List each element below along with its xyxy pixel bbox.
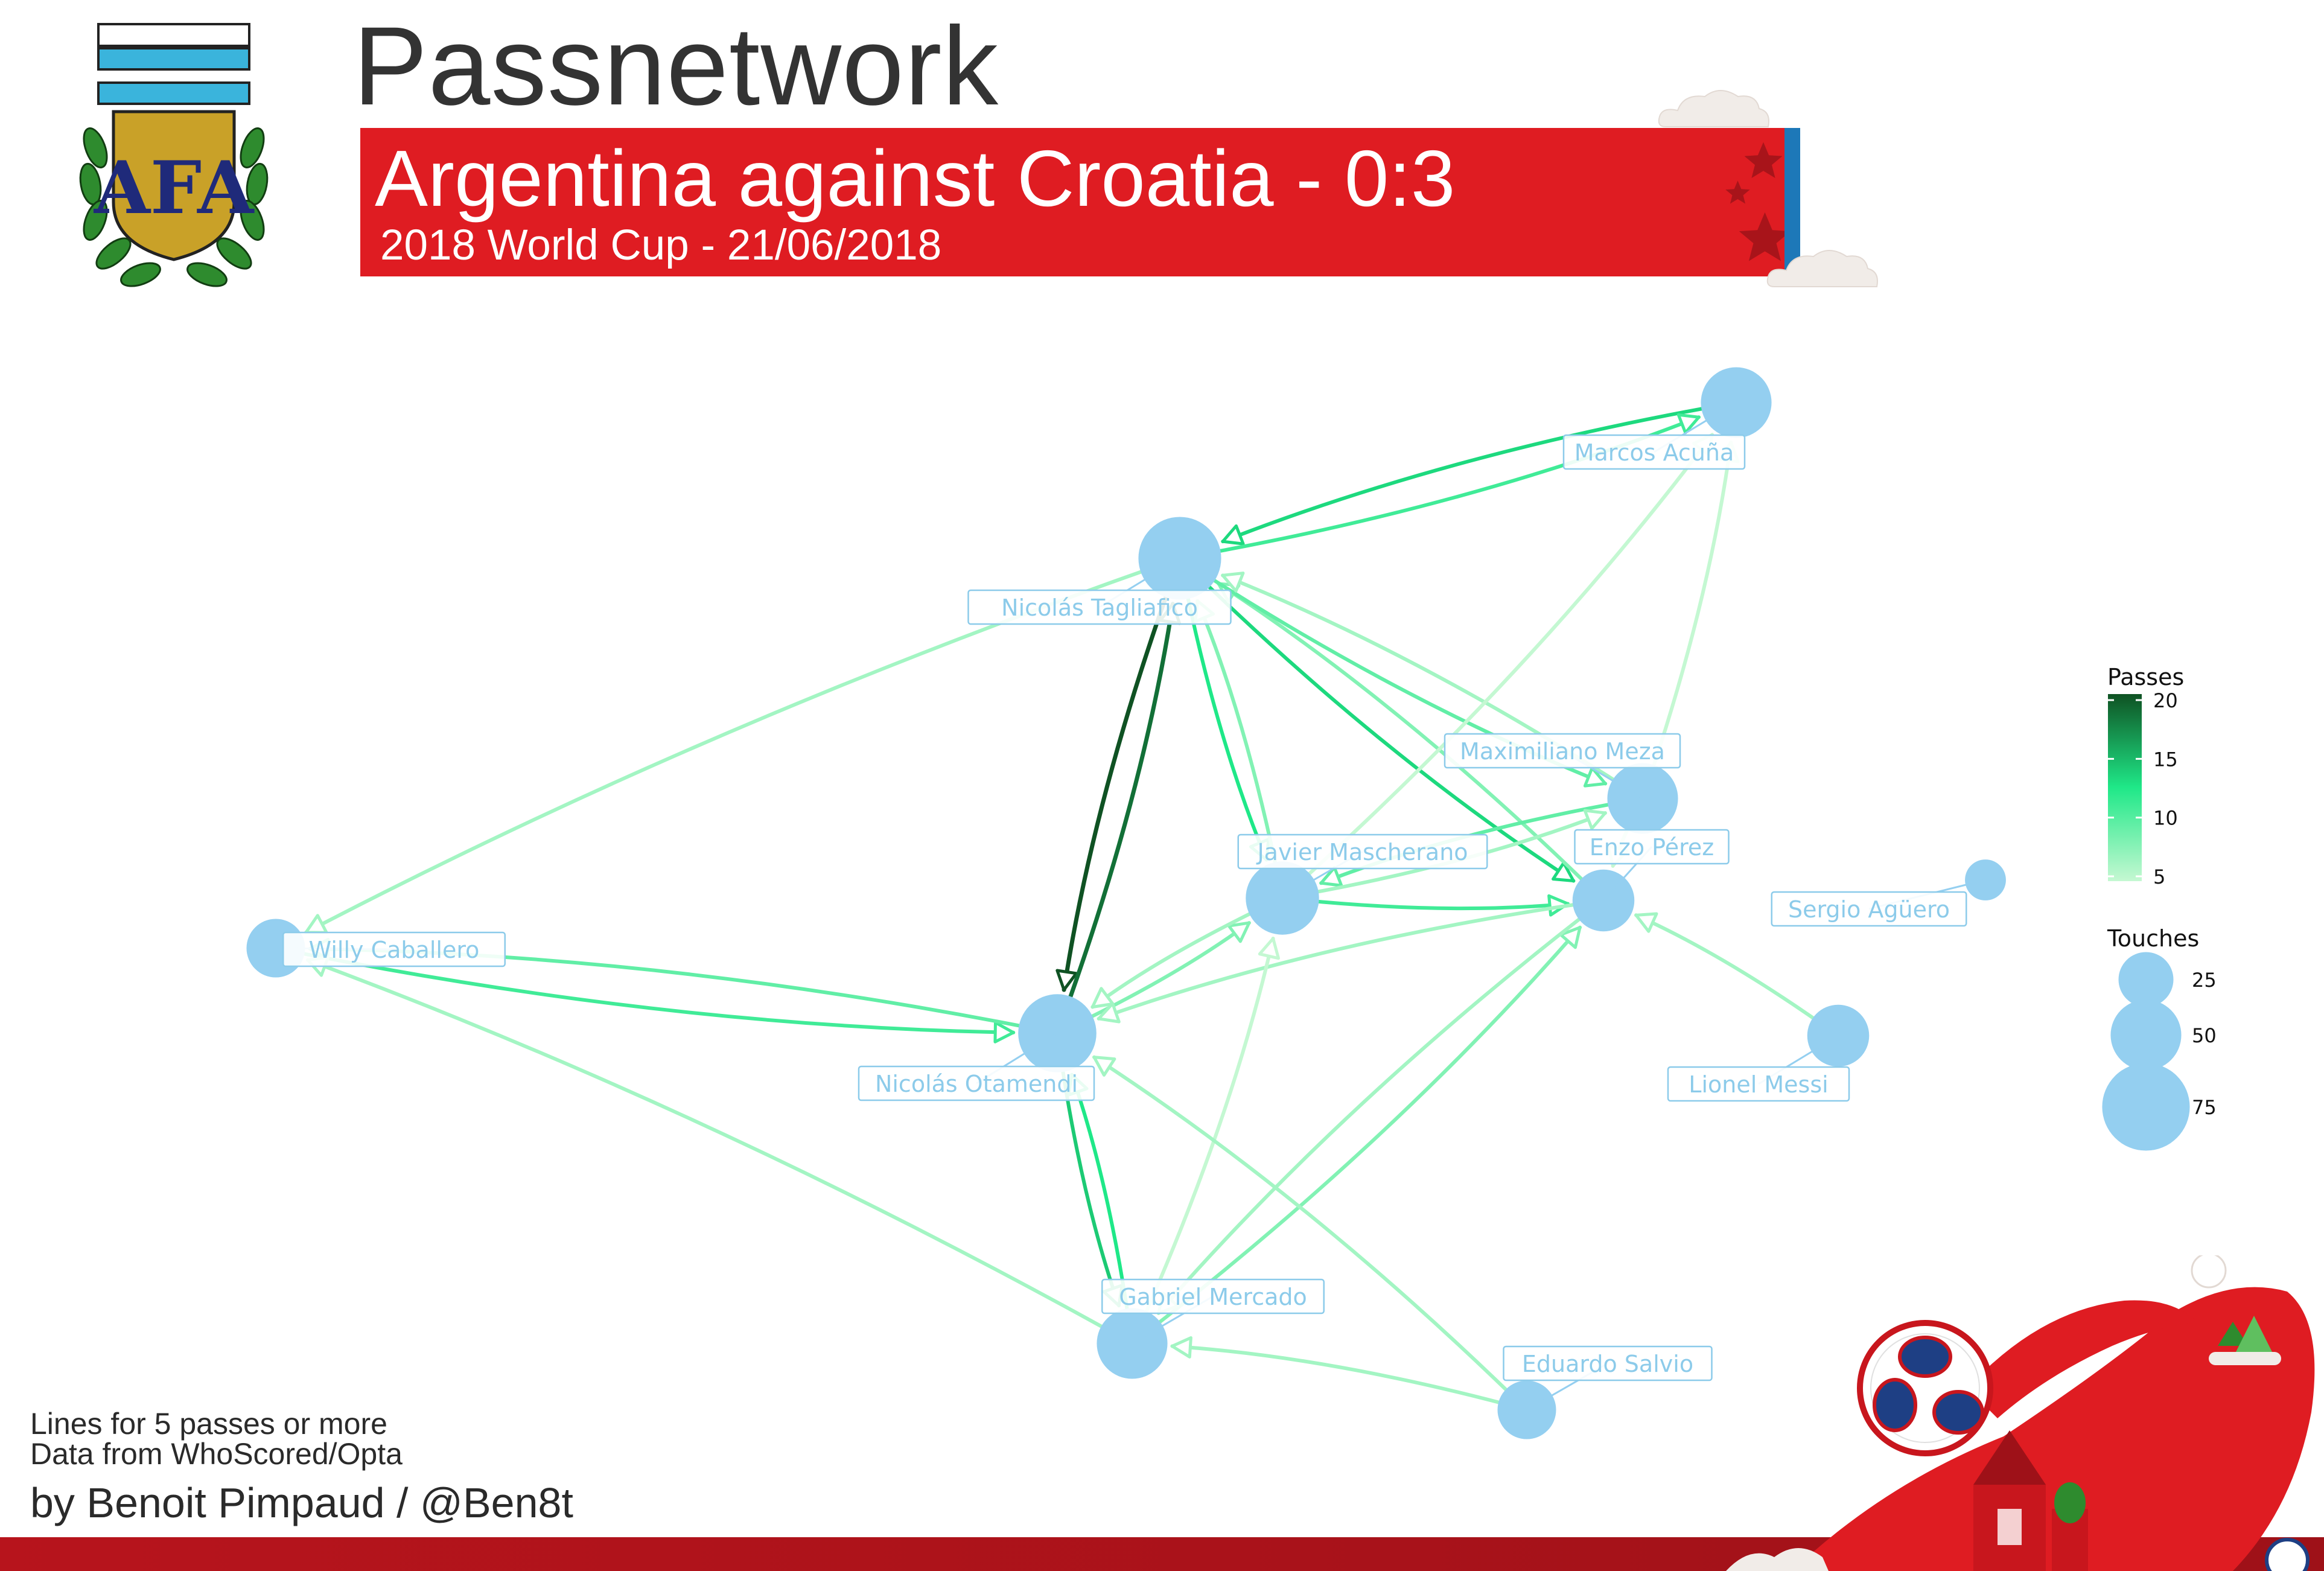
pass-edge <box>1634 912 1840 1037</box>
player-name: Gabriel Mercado <box>1119 1284 1307 1310</box>
cloud-icon <box>1766 250 1878 287</box>
player-label: Nicolás Tagliafico <box>967 589 1232 625</box>
player-name: Enzo Pérez <box>1590 834 1714 861</box>
pass-edge <box>274 946 1016 1044</box>
player-label: Sergio Agüero <box>1771 891 1967 927</box>
world-cup-decoration <box>1726 1255 2315 1571</box>
legend-touches-tick: 75 <box>2192 1096 2217 1119</box>
match-subtitle: 2018 World Cup - 21/06/2018 <box>380 221 942 269</box>
player-name: Marcos Acuña <box>1574 439 1734 466</box>
flower-icon <box>2191 1255 2227 1289</box>
player-name: Willy Caballero <box>309 937 480 963</box>
match-title: Argentina against Croatia - 0:3 <box>375 134 1456 223</box>
pass-edge <box>1092 1055 1529 1412</box>
player-name: Sergio Agüero <box>1788 896 1950 923</box>
tree-icon <box>2209 1316 2281 1365</box>
player-name: Maximiliano Meza <box>1460 738 1665 765</box>
banner-stripe <box>1784 128 1800 276</box>
page-title: Passnetwork <box>353 4 999 129</box>
author-credit: by Benoit Pimpaud / @Ben8t <box>30 1479 573 1526</box>
player-name: Javier Mascherano <box>1256 839 1468 865</box>
player-label: Maximiliano Meza <box>1444 733 1681 769</box>
player-label: Marcos Acuña <box>1562 434 1746 470</box>
player-name: Nicolás Tagliafico <box>1001 594 1198 621</box>
legend-touches-tick: 25 <box>2192 969 2217 992</box>
player-name: Lionel Messi <box>1689 1071 1828 1098</box>
legend-passes-tick: 15 <box>2153 748 2178 771</box>
player-name: Nicolás Otamendi <box>875 1071 1078 1097</box>
cloud-icon <box>1658 90 1769 127</box>
legend-touches-circle <box>2118 952 2174 1007</box>
legend-touches-title: Touches <box>2107 925 2199 952</box>
pass-edge <box>1221 401 1738 546</box>
star-icon <box>1744 142 1783 178</box>
legend-colorbar <box>2108 694 2142 881</box>
player-label: Nicolás Otamendi <box>858 1065 1095 1101</box>
afa-crest-logo: AFA <box>79 23 269 287</box>
player-label: Eduardo Salvio <box>1503 1345 1713 1381</box>
legend-passes-title: Passes <box>2107 664 2184 690</box>
match-banner: Argentina against Croatia - 0:3 2018 Wor… <box>360 128 1800 276</box>
footnote-source: Data from WhoScored/Opta <box>30 1437 403 1471</box>
player-label: Enzo Pérez <box>1574 829 1730 865</box>
player-label: Javier Mascherano <box>1237 833 1488 870</box>
legend-touches-circle <box>2102 1063 2190 1151</box>
ribbon-shape <box>1792 1287 2315 1571</box>
legend-passes-tick: 10 <box>2153 807 2178 830</box>
star-icon <box>1739 212 1791 261</box>
legend-touches-tick: 50 <box>2192 1024 2217 1047</box>
player-label: Gabriel Mercado <box>1101 1278 1325 1314</box>
legend-touches-circle <box>2110 999 2182 1071</box>
player-label: Lionel Messi <box>1667 1066 1850 1102</box>
kremlin-tower-icon <box>1973 1430 2088 1571</box>
cloud-icon <box>1726 1548 1829 1571</box>
footnote-threshold: Lines for 5 passes or more <box>30 1407 387 1441</box>
legend-passes-tick: 20 <box>2153 689 2178 712</box>
pass-edge <box>1097 899 1605 1024</box>
pass-edge <box>1055 602 1182 1036</box>
logo-lettering: AFA <box>94 145 255 231</box>
legend-passes-tick: 5 <box>2153 865 2165 888</box>
pass-edge <box>1170 1336 1529 1412</box>
football-icon <box>1857 1320 1993 1456</box>
player-label: Willy Caballero <box>282 931 506 967</box>
star-icon <box>1725 180 1750 204</box>
matryoshka-icon <box>2265 1538 2310 1571</box>
player-name: Eduardo Salvio <box>1522 1351 1693 1377</box>
